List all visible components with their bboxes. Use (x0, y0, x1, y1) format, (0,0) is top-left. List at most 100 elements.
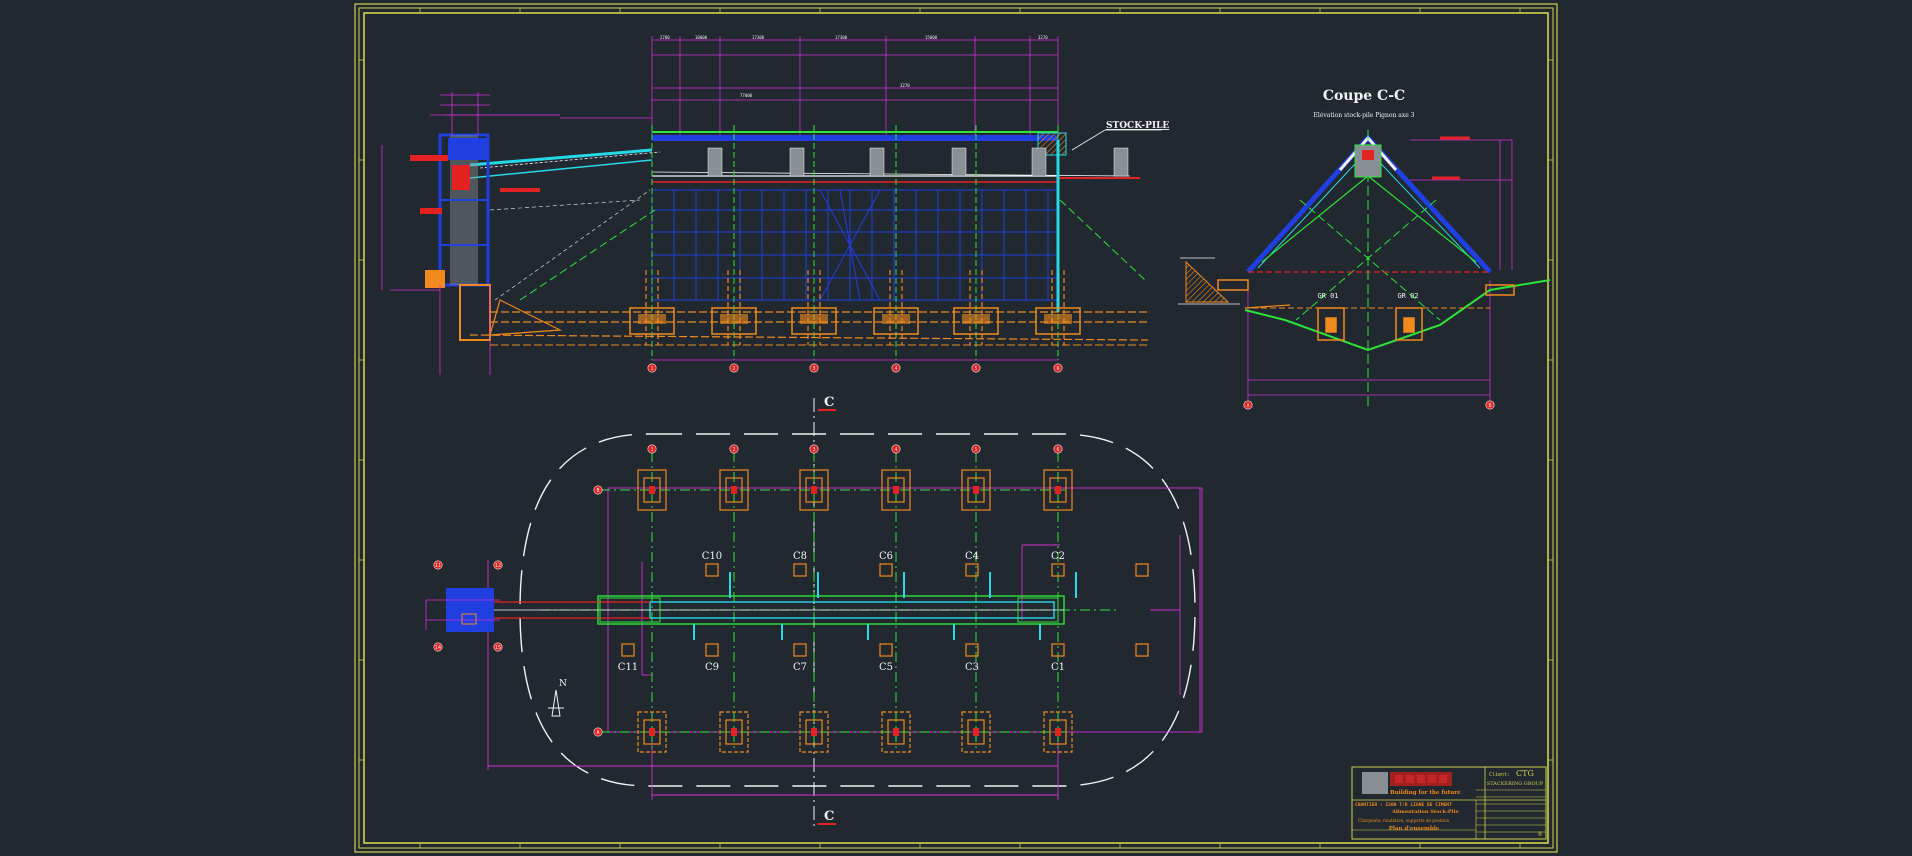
section-axis-marker-b-text: B (1488, 403, 1491, 409)
column-pad-top-4 (965, 563, 979, 577)
elevation-axis-marker-3: 3 (809, 363, 819, 373)
tripper-6 (1113, 147, 1129, 177)
column-pad-bottom-6 (1051, 643, 1065, 657)
elevation-footing (711, 307, 757, 335)
tripper-carriages (707, 147, 1129, 177)
elevation-axis-marker-3-text: 3 (812, 366, 815, 372)
gr01-label: GR 01 (1317, 292, 1338, 300)
project-line-2: Alimentation Stock-Pile (1391, 809, 1459, 815)
project-line-1: CHANTIER : 2200 T/D LIGNE DE CIMENT (1355, 802, 1452, 808)
column-label-top-3: C6 (879, 551, 893, 562)
footing-A-2 (719, 711, 749, 753)
svg-text:17300: 17300 (752, 35, 765, 40)
plan-axis-marker-5: 5 (971, 444, 981, 454)
plan-row-marker-a: A (593, 727, 603, 737)
tower-marker-11-text: 11 (435, 563, 441, 569)
svg-text:2700: 2700 (660, 35, 670, 40)
section-roof (1244, 130, 1551, 410)
section-title: Coupe C-C (1323, 88, 1405, 104)
transfer-tower (381, 133, 540, 375)
plan-row-marker-b-text: B (596, 488, 599, 494)
tripper-4 (951, 147, 967, 177)
tower-marker-14: 14 (433, 642, 443, 652)
ground-foundations (469, 189, 1149, 346)
tower-marker-15-text: 15 (495, 645, 501, 651)
footing-B-2 (719, 469, 749, 511)
elevation-axis-marker-4: 4 (891, 363, 901, 373)
svg-text:77000: 77000 (740, 93, 753, 98)
column-pad-bottom-4 (879, 643, 893, 657)
footing-B-3 (799, 469, 829, 511)
elevation-axis-marker-1: 1 (647, 363, 657, 373)
tower-marker-14-text: 14 (435, 645, 441, 651)
column-label-bottom-4: C5 (879, 662, 893, 673)
logo-tagline: Building for the future (1390, 790, 1461, 796)
plan-axis-marker-2: 2 (729, 444, 739, 454)
footing-B-4 (881, 469, 911, 511)
stockpile-label: STOCK-PILE (1106, 121, 1169, 131)
section-cut-marker-bottom: C (818, 809, 836, 825)
plan-transfer-tower (425, 588, 500, 632)
plan-row-marker-a-text: A (596, 730, 599, 736)
column-pad-bottom-5 (965, 643, 979, 657)
footing-A-3 (799, 711, 829, 753)
plan-axis-marker-1-text: 1 (650, 447, 653, 453)
tower-marker-11: 11 (433, 560, 443, 570)
column-pad-bottom-3 (793, 643, 807, 657)
footing-B-1 (637, 469, 667, 511)
drawing-description: Charpente, fondation, supports de positi… (1358, 818, 1450, 823)
svg-text:10000: 10000 (695, 35, 708, 40)
client-group: STACKERING GROUP (1487, 781, 1544, 787)
tower-marker-15: 15 (493, 642, 503, 652)
stockpile-callout: STOCK-PILE (1071, 121, 1169, 151)
column-label-bottom-5: C3 (965, 662, 979, 673)
column-pad-top-1 (705, 563, 719, 577)
section-axis-marker-b: B (1485, 400, 1495, 410)
column-label-top-5: C2 (1051, 551, 1065, 562)
north-label: N (559, 679, 567, 689)
tripper-5 (1031, 147, 1047, 177)
footing-B-5 (961, 469, 991, 511)
drawing-frame (354, 3, 1558, 853)
north-arrow: N (548, 679, 567, 717)
drawing-title: Plan d'ensemble (1389, 826, 1440, 832)
tower-top-dimensions (430, 92, 560, 135)
plan-axis-marker-3: 3 (809, 444, 819, 454)
plan-conveyor-gallery (490, 595, 1065, 625)
column-label-bottom-1: C11 (618, 662, 638, 673)
section-foundations (1217, 279, 1515, 341)
section-view: Coupe C-C Elévation stock-pile Pignon ax… (1178, 88, 1551, 410)
section-axis-marker-a: A (1243, 400, 1253, 410)
outer-pad-2 (1135, 643, 1149, 657)
plan-axis-marker-3-text: 3 (812, 447, 815, 453)
section-axis-marker-a-text: A (1246, 403, 1249, 409)
steel-frame (651, 189, 1059, 301)
client-name: CTG (1516, 769, 1534, 778)
column-label-top-2: C8 (793, 551, 807, 562)
column-label-bottom-6: C1 (1051, 662, 1065, 673)
column-pad-bottom-1 (621, 643, 635, 657)
elevation-footing (791, 307, 837, 335)
svg-text:3270: 3270 (900, 83, 910, 88)
client-info: Client: CTG STACKERING GROUP (1487, 769, 1544, 787)
tower-marker-12: 12 (493, 560, 503, 570)
plan-view: C C (425, 395, 1203, 830)
plan-axis-marker-6-text: 6 (1056, 447, 1059, 453)
column-pad-top-3 (879, 563, 893, 577)
retaining-wall (1178, 257, 1240, 305)
elevation-axis-marker-5: 5 (971, 363, 981, 373)
elevation-axis-marker-1-text: 1 (650, 366, 653, 372)
elevation-footing (873, 307, 919, 335)
section-machine (1354, 144, 1382, 178)
section-subtitle: Elévation stock-pile Pignon axe 3 (1314, 112, 1415, 119)
client-label: Client: (1489, 772, 1510, 778)
title-block: Building for the future Client: CTG STAC… (1351, 766, 1547, 840)
column-label-top-1: C10 (702, 551, 722, 562)
gr02-label: GR 02 (1397, 292, 1418, 300)
plan-axis-marker-1: 1 (647, 444, 657, 454)
svg-text:3270: 3270 (1038, 35, 1048, 40)
elevation-footing (629, 307, 675, 335)
svg-text:17300: 17300 (835, 35, 848, 40)
